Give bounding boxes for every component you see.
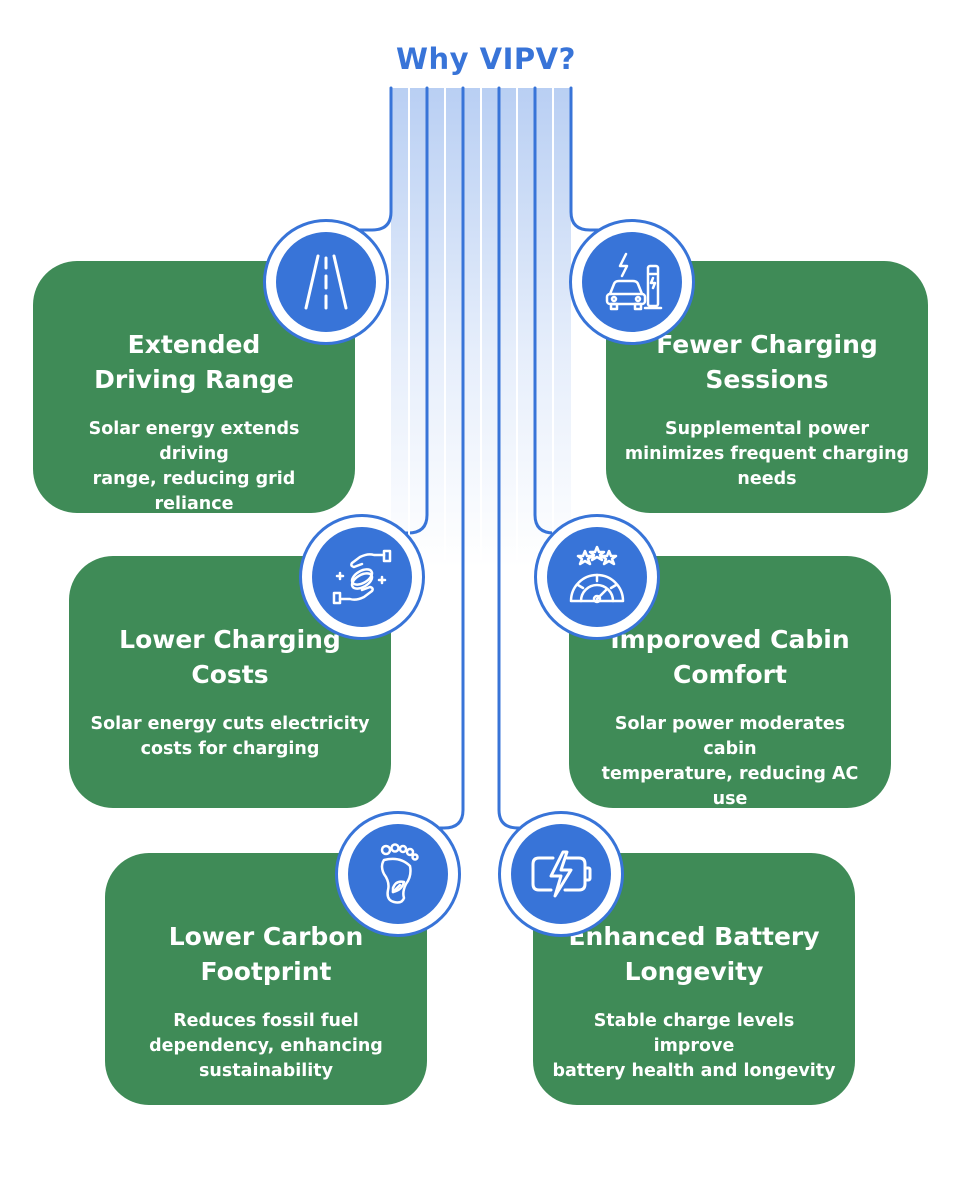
battery-charging-icon (511, 824, 611, 924)
card-title: Comfort (673, 660, 787, 689)
card-description: Supplemental power (664, 419, 870, 439)
card-description: needs (737, 469, 797, 489)
card-description: Solar energy cuts electricity (90, 714, 370, 734)
card-title: Fewer Charging (656, 330, 878, 359)
card-description: Reduces fossil fuel (173, 1011, 359, 1031)
card-title: Footprint (200, 957, 332, 986)
gauge-stars-icon (547, 527, 647, 627)
card-description: minimizes frequent charging (624, 444, 910, 464)
card-description: costs for charging (140, 739, 320, 759)
eco-footprint-icon (348, 824, 448, 924)
card-title: Longevity (624, 957, 764, 986)
card-description: dependency, enhancing (149, 1036, 383, 1056)
card-description: Solar energy extends driving (88, 419, 300, 464)
hands-coins-icon (312, 527, 412, 627)
card-title: Sessions (705, 365, 829, 394)
ev-charging-icon (582, 232, 682, 332)
card-description: range, reducing grid reliance (92, 469, 296, 514)
card-description: battery health and longevity (552, 1061, 836, 1081)
card-description: sustainability (198, 1061, 334, 1081)
card-title: Costs (191, 660, 269, 689)
card-description: Solar power moderates cabin (614, 714, 846, 759)
card-title: Lower Charging (119, 625, 341, 654)
card-title: Lower Carbon (168, 922, 364, 951)
card-title: Extended (127, 330, 261, 359)
road-icon (276, 232, 376, 332)
card-description: temperature, reducing AC use (601, 764, 859, 809)
card-title: Imporoved Cabin (610, 625, 850, 654)
card-description: Stable charge levels improve (593, 1011, 795, 1056)
card-title: Driving Range (94, 365, 294, 394)
page-title: Why VIPV? (396, 42, 576, 76)
card-title: Enhanced Battery (568, 922, 820, 951)
